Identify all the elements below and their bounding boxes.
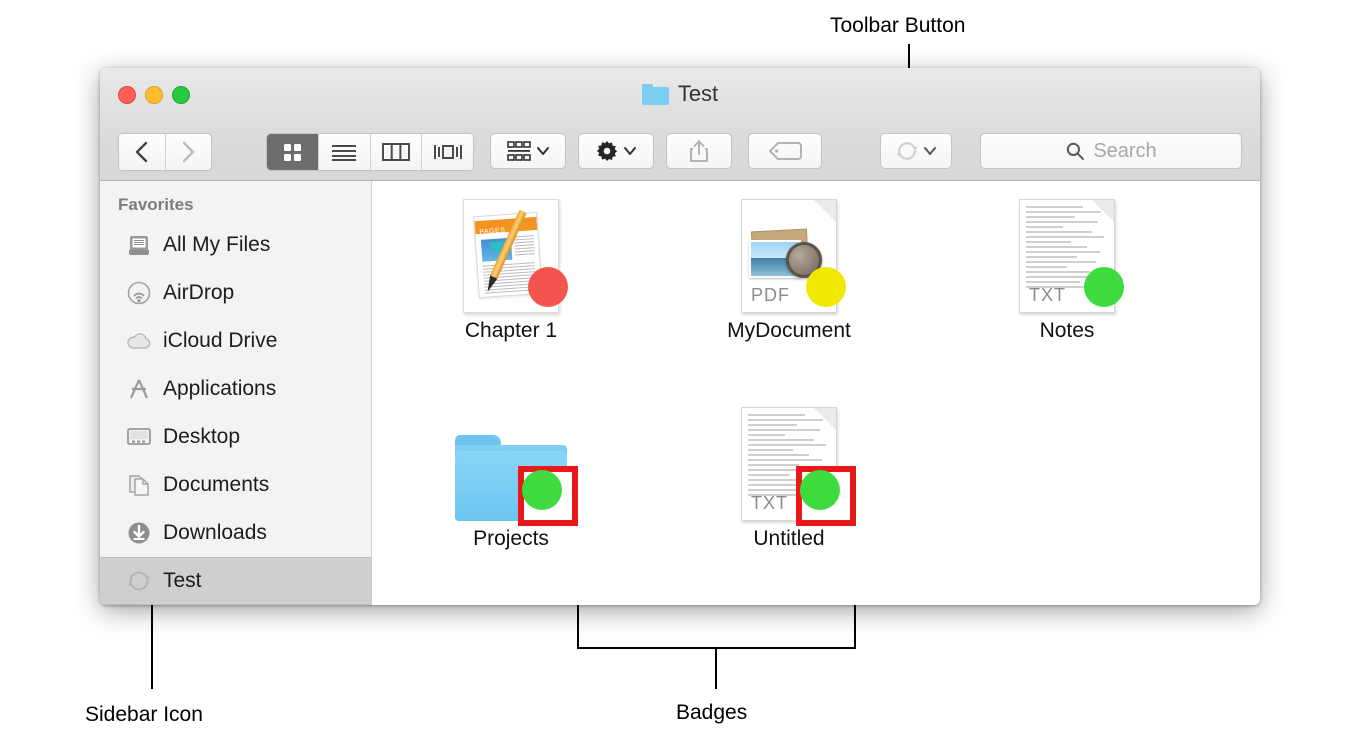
- window-titlebar[interactable]: Test: [100, 68, 1260, 122]
- coverflow-view-button[interactable]: [421, 134, 473, 170]
- navigation-segmented-control: [118, 133, 212, 171]
- annotation-label-badges: Badges: [676, 701, 748, 724]
- sidebar: Favorites All My Files: [100, 181, 372, 605]
- arrange-button[interactable]: [490, 133, 566, 169]
- sidebar-item-label: Applications: [163, 377, 277, 400]
- sync-toolbar-button[interactable]: [880, 133, 952, 169]
- file-item-label: MyDocument: [727, 319, 851, 342]
- chevron-down-icon: [924, 147, 936, 155]
- sidebar-item-label: Documents: [163, 473, 270, 496]
- search-placeholder-text: Search: [1093, 139, 1157, 162]
- icon-slot: PDF: [730, 191, 848, 313]
- file-item-chapter-1[interactable]: PAGES Chapter 1: [372, 191, 650, 343]
- finder-toolbar: Search: [100, 122, 1260, 181]
- file-item-mydocument[interactable]: PDF MyDocument: [650, 191, 928, 343]
- search-icon: [1067, 142, 1085, 160]
- sidebar-item-documents[interactable]: Documents: [100, 461, 371, 509]
- zoom-button[interactable]: [172, 86, 190, 104]
- share-icon: [690, 140, 708, 162]
- action-menu-button[interactable]: [578, 133, 654, 169]
- file-grid-row: PAGES Chapter 1: [372, 191, 1260, 343]
- sidebar-item-label: Test: [163, 569, 202, 592]
- file-type-text: PDF: [751, 285, 790, 305]
- back-button[interactable]: [119, 134, 165, 170]
- sidebar-item-applications[interactable]: Applications: [100, 365, 371, 413]
- chevron-down-icon: [537, 147, 549, 155]
- documents-icon: [126, 472, 152, 498]
- sidebar-item-test[interactable]: Test: [100, 557, 371, 605]
- annotation-label-sidebar-icon: Sidebar Icon: [85, 703, 203, 726]
- file-grid-row: Projects: [372, 399, 1260, 551]
- file-grid: PAGES Chapter 1: [372, 181, 1260, 605]
- folder-icon: [455, 435, 567, 521]
- search-input[interactable]: Search: [980, 133, 1242, 169]
- tag-icon: [769, 142, 802, 160]
- file-item-projects[interactable]: Projects: [372, 399, 650, 551]
- sidebar-item-downloads[interactable]: Downloads: [100, 509, 371, 557]
- minimize-button[interactable]: [145, 86, 163, 104]
- close-button[interactable]: [118, 86, 136, 104]
- sidebar-item-label: All My Files: [163, 233, 271, 256]
- desktop-icon: [126, 424, 152, 450]
- sidebar-item-airdrop[interactable]: AirDrop: [100, 269, 371, 317]
- file-item-notes[interactable]: TXT Notes: [928, 191, 1206, 343]
- file-item-untitled[interactable]: TXT Untitled: [650, 399, 928, 551]
- sidebar-section-header: Favorites: [118, 195, 194, 214]
- gear-icon: [596, 141, 618, 161]
- icon-slot: PAGES: [452, 191, 570, 313]
- arrange-icon: [507, 141, 531, 161]
- tags-button[interactable]: [748, 133, 822, 169]
- all-my-files-icon: [126, 232, 152, 258]
- status-badge: [800, 470, 840, 510]
- downloads-icon: [126, 520, 152, 546]
- annotation-leader-badges-stem: [715, 647, 717, 689]
- status-badge: [1084, 267, 1124, 307]
- folder-icon: [641, 83, 669, 105]
- icon-view-button[interactable]: [267, 134, 318, 170]
- sync-icon: [896, 142, 918, 160]
- window-title-group: Test: [100, 81, 1260, 107]
- window-body: Favorites All My Files: [100, 181, 1260, 605]
- file-type-text: TXT: [1029, 285, 1066, 305]
- chevron-down-icon: [624, 147, 636, 155]
- file-item-label: Chapter 1: [464, 319, 558, 342]
- annotation-label-toolbar-button: Toolbar Button: [830, 14, 966, 37]
- window-title: Test: [677, 81, 719, 106]
- icon-slot: TXT: [1008, 191, 1126, 313]
- sidebar-item-label: Downloads: [163, 521, 267, 544]
- sidebar-item-icloud-drive[interactable]: iCloud Drive: [100, 317, 371, 365]
- file-item-label: Notes: [1039, 319, 1095, 342]
- status-badge: [528, 267, 568, 307]
- airdrop-icon: [126, 280, 152, 306]
- sidebar-item-all-my-files[interactable]: All My Files: [100, 221, 371, 269]
- annotation-callout-box: [796, 466, 856, 526]
- file-type-text: TXT: [751, 493, 788, 513]
- sidebar-item-desktop[interactable]: Desktop: [100, 413, 371, 461]
- sidebar-item-label: iCloud Drive: [163, 329, 278, 352]
- column-view-button[interactable]: [369, 134, 422, 170]
- annotation-callout-box: [518, 466, 578, 526]
- view-mode-segmented-control: [266, 133, 474, 171]
- sidebar-item-label: AirDrop: [163, 281, 235, 304]
- forward-button[interactable]: [164, 134, 211, 170]
- finder-window: Test: [100, 68, 1260, 605]
- applications-icon: [126, 376, 152, 402]
- icon-slot: [452, 399, 578, 526]
- file-item-label: Untitled: [753, 527, 825, 550]
- sync-icon: [126, 568, 152, 594]
- file-item-label: Projects: [473, 527, 549, 550]
- icloud-drive-icon: [126, 328, 152, 354]
- status-badge: [522, 470, 562, 510]
- share-button[interactable]: [666, 133, 732, 169]
- sidebar-item-label: Desktop: [163, 425, 241, 448]
- list-view-button[interactable]: [317, 134, 370, 170]
- status-badge: [806, 267, 846, 307]
- icon-slot: TXT: [730, 399, 856, 526]
- annotation-leader-sidebar-icon: [151, 592, 153, 689]
